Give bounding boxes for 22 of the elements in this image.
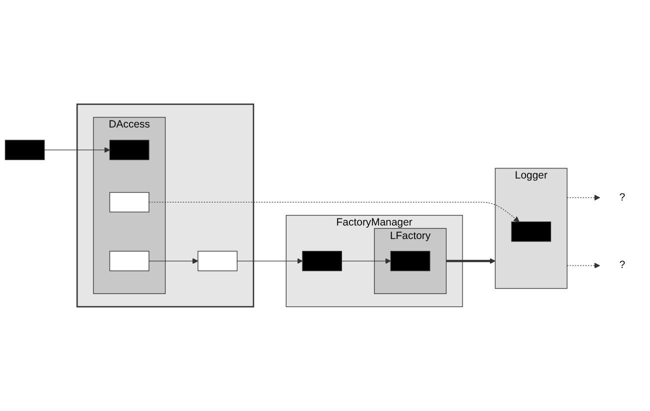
node-bar: [302, 250, 342, 272]
arrow: [236, 258, 303, 264]
arrow: [446, 258, 496, 264]
cluster: [76, 104, 254, 308]
arrow: [341, 258, 391, 264]
cluster: LFactory: [374, 228, 447, 294]
cluster: DAccess: [93, 116, 166, 294]
node-bar: [109, 250, 150, 272]
arrow: [148, 202, 520, 222]
arrow: [566, 262, 600, 268]
node-bar: [511, 222, 552, 242]
node-text: ?: [619, 260, 626, 271]
node-bar: [109, 140, 150, 160]
node-bar: [198, 250, 238, 272]
node-bar: [390, 250, 430, 272]
cluster: Logger: [494, 168, 568, 289]
arrow: [148, 258, 198, 264]
arrow: [566, 194, 600, 201]
node-text: ?: [619, 192, 626, 203]
arrow: [44, 147, 110, 153]
node-bar: [4, 140, 45, 160]
node-bar: [109, 192, 150, 212]
